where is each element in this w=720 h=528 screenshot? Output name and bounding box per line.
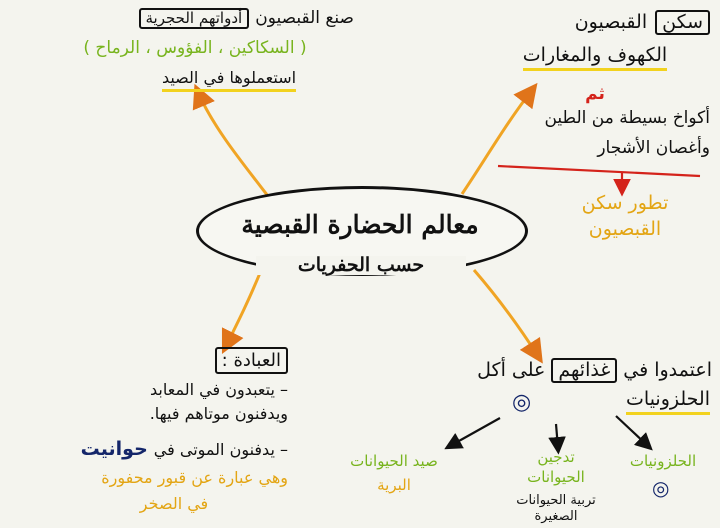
red-divider-line [497,164,701,178]
worship-item2-line2: وهي عبارة عن قبور محفورة [101,468,288,487]
food-heading-part1: اعتمدوا في [623,359,712,381]
spiral-icon: ◎ [512,390,532,415]
arrow-branch-hunting [444,417,501,450]
housing-heading-box: سكن [655,10,710,35]
housing-then: ثم [585,84,605,104]
branch-breeding-2: الصغيرة [534,509,578,524]
food-snails: الحلزونيات [626,388,710,415]
worship-heading: العبادة : [214,347,288,374]
tools-list: ( السكاكين ، الفؤوس ، الرماح ) [83,38,307,58]
arrow-branch-snails [615,415,653,451]
worship-item1-line1: – يتعبدون في المعابد [150,380,288,399]
housing-branches: وأغصان الأشجار [597,138,710,158]
worship-item1-line2: ويدفنون موتاهم فيها. [149,404,288,423]
food-heading-box: غذائهم [551,358,618,383]
housing-result-1: تطور سكن [581,192,669,214]
center-subtitle: حسب الحفريات [256,256,466,275]
branch-domestic-1: تدجين [537,448,575,466]
arrow-to-worship [221,267,264,355]
branch-domestic-2: الحيوانات [527,468,585,486]
worship-item2-text: – يدفنون الموتى في [153,440,288,459]
food-heading-part2: على أكل [477,359,546,381]
arrow-branch-domestic [548,423,566,455]
worship-item2-emph: حوانيت [80,438,148,460]
branch-hunting-1: صيد الحيوانات [350,452,438,470]
arrow-to-housing [460,82,538,195]
tools-heading: صنع القبصيون أدواتهم الحجرية [8,8,354,29]
tools-usage: استعملوها في الصيد [161,68,297,92]
spiral-small-icon: ◎ [652,476,670,500]
housing-heading-text: القبصيون [574,11,648,33]
tools-heading-text: صنع القبصيون [255,8,354,28]
worship-item2-line3: في الصخر [139,494,209,513]
branch-snails: الحلزونيات [629,452,697,470]
housing-caves: الكهوف والمغارات [522,44,668,71]
branch-hunting-2: البرية [377,476,411,494]
arrow-to-food [472,269,543,364]
arrow-to-tools [192,83,270,197]
center-title: معالم الحضارة القبصية [241,210,479,239]
food-heading: اعتمدوا في غذائهم على أكل [372,358,712,383]
housing-result-2: القبصيون [588,218,662,240]
tools-heading-box: أدواتهم الحجرية [138,8,250,29]
branch-breeding-1: تربية الحيوانات [516,493,596,508]
worship-item2-line1: – يدفنون الموتى في حوانيت [10,440,288,459]
housing-huts: أكواخ بسيطة من الطين [544,108,710,128]
housing-heading: سكن القبصيون [486,10,710,35]
